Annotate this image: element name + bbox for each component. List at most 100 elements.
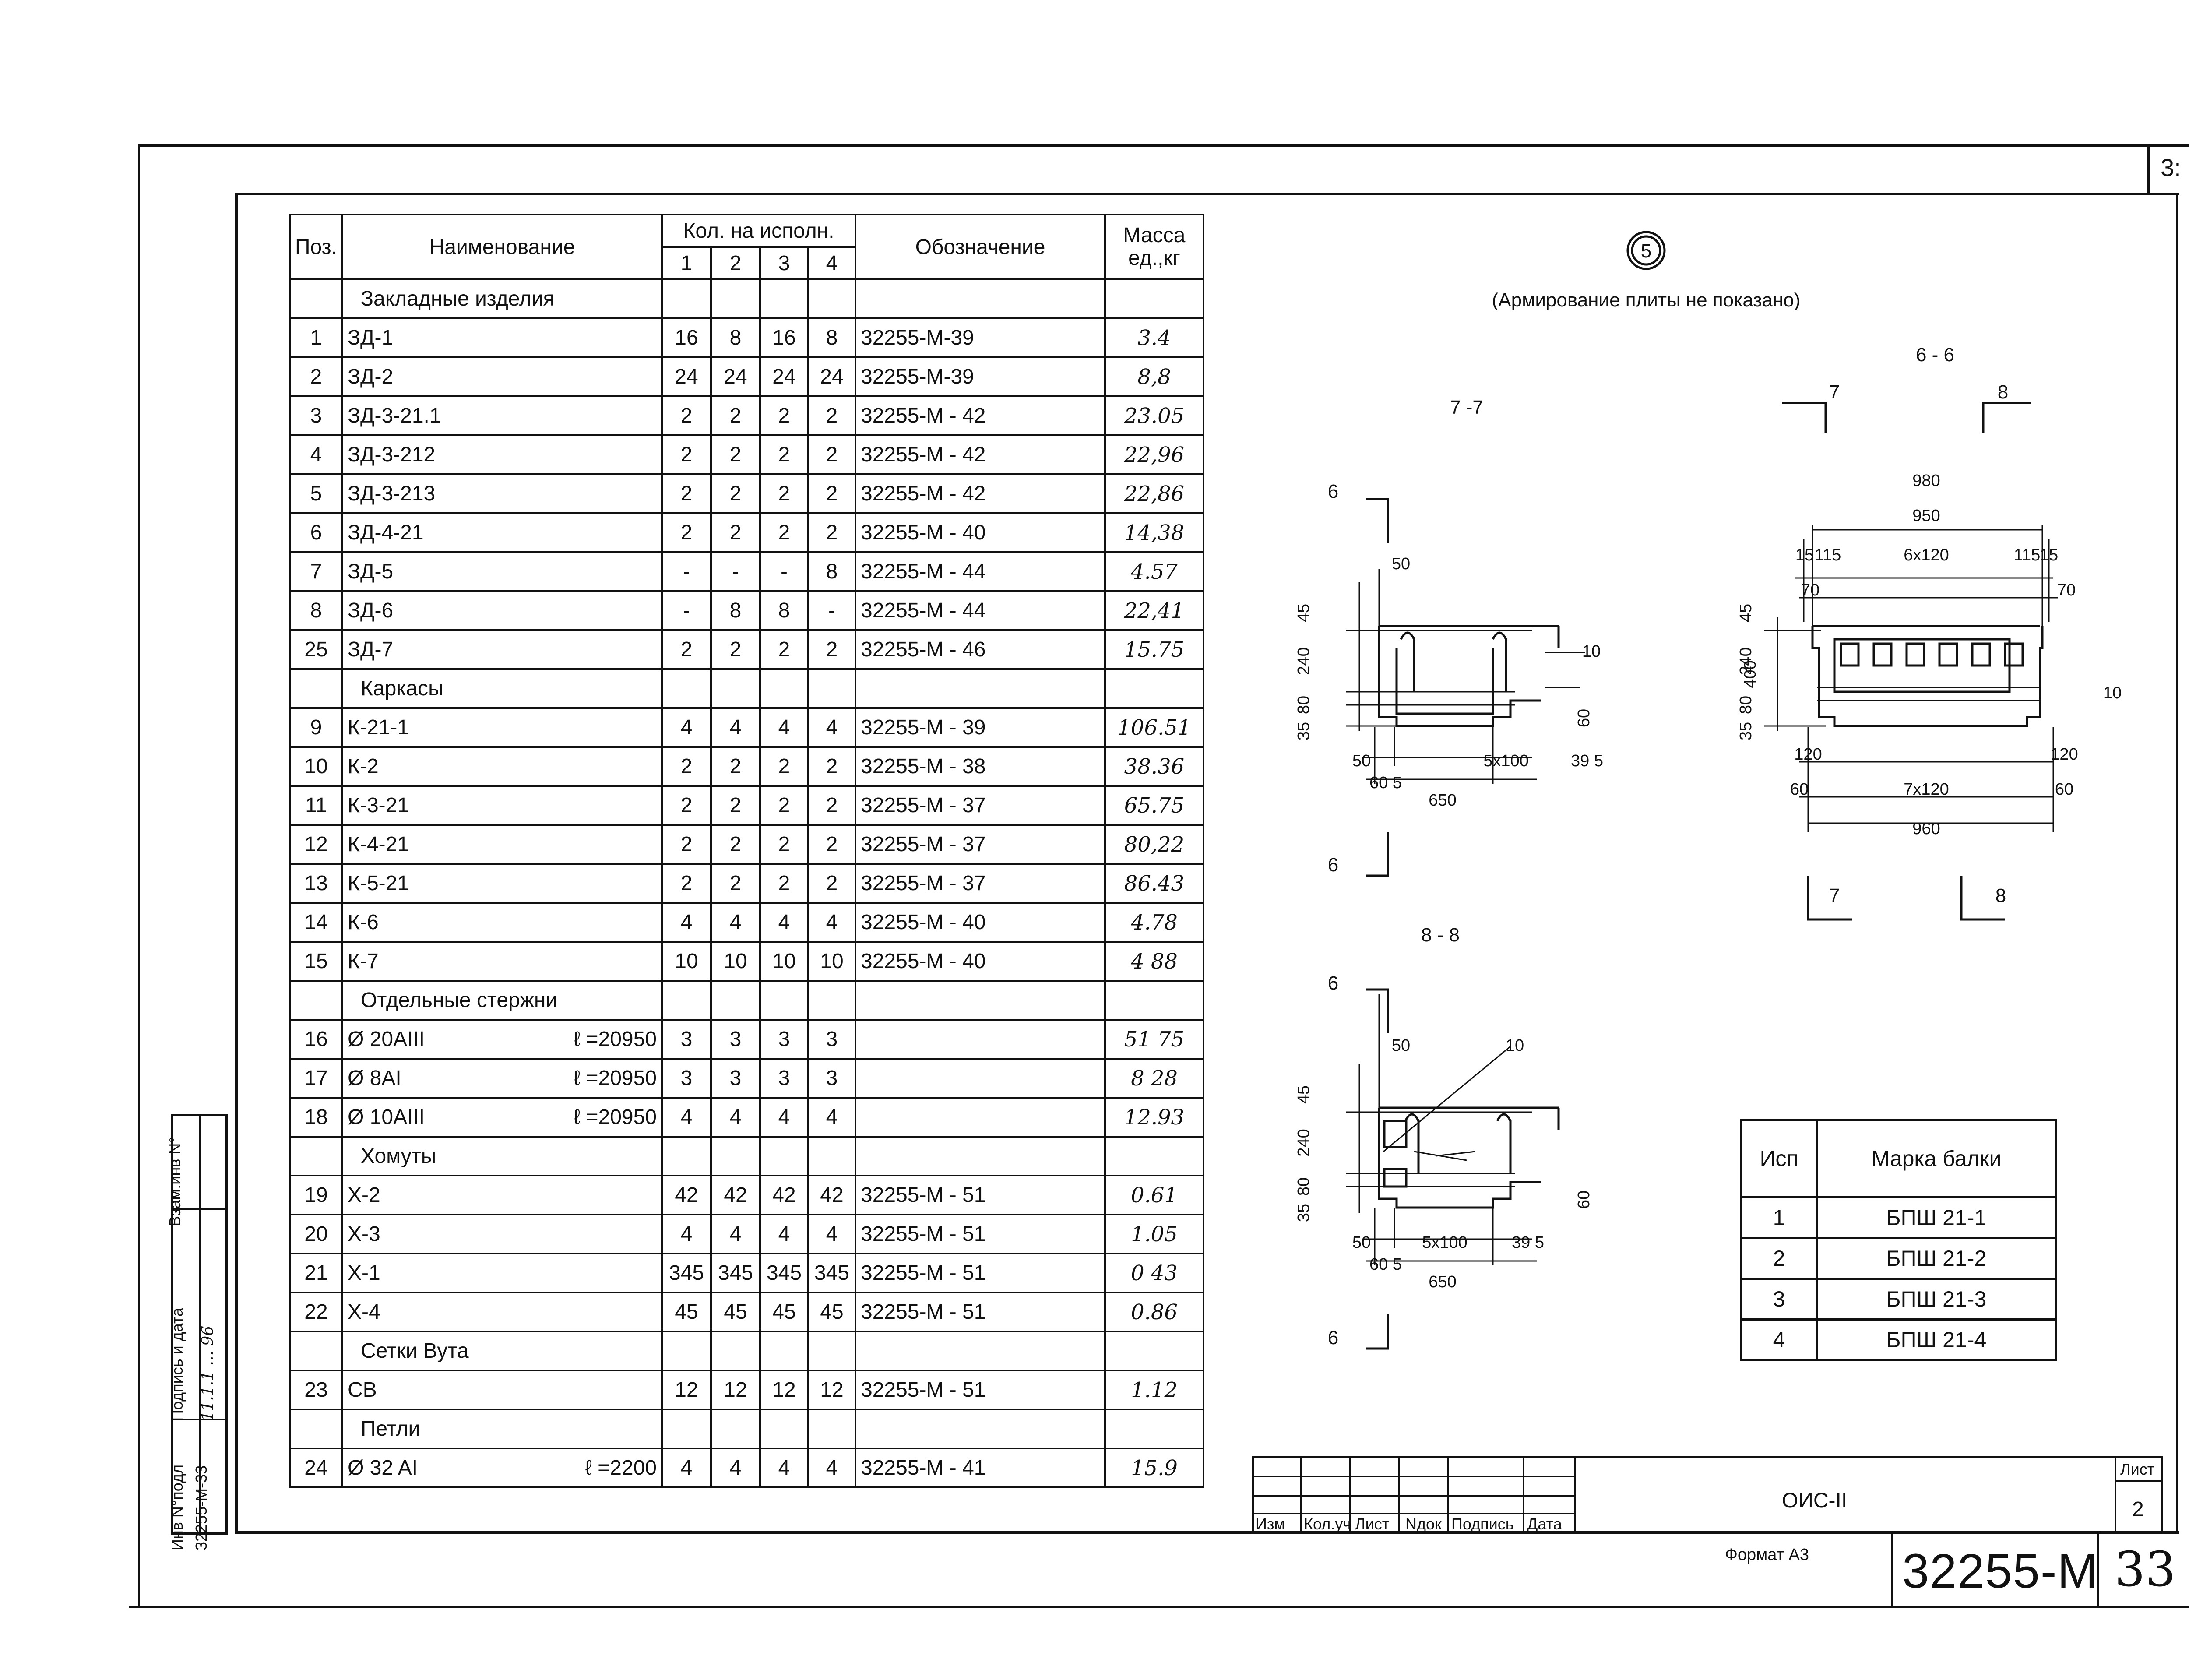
cell-qty-4: 8 (807, 317, 856, 358)
cell-name: ЗД-5 (341, 551, 663, 592)
svg-text:80: 80 (1295, 696, 1313, 714)
svg-text:15: 15 (1795, 546, 1814, 564)
title-block: Изм Кол.уч Лист Nдок Подпись Дата ОИС-II… (1252, 1456, 2163, 1533)
specification-table: Поз. Наименование Кол. на исполн. Обозна… (289, 214, 1204, 1488)
cell-qty-1: 2 (661, 863, 712, 904)
cell-qty-2: 2 (710, 863, 761, 904)
section-title: Каркасы (341, 668, 663, 709)
cell-qty-4: 2 (807, 395, 856, 436)
cell-name-text: К-2 (348, 755, 379, 778)
cell-qty-1: 2 (661, 512, 712, 553)
marks-row-2-isp: 2 (1740, 1237, 1818, 1280)
cut-6-top: 6 (1328, 481, 1338, 502)
cell-name-text: ЗД-1 (348, 326, 394, 349)
svg-text:45: 45 (1295, 604, 1313, 622)
cell-name-text: Х-4 (348, 1300, 380, 1324)
header-mass: Масса ед.,кг (1104, 214, 1204, 280)
corner-tab-left (2147, 144, 2150, 195)
svg-text:60 5: 60 5 (1369, 774, 1402, 792)
cell-name: ЗД-2 (341, 356, 663, 397)
cell-designation: 32255-М - 51 (855, 1253, 1106, 1293)
cell-qty-3: 4 (759, 1214, 809, 1254)
cell-qty-3: 16 (759, 317, 809, 358)
label-section-7-7: 7 -7 (1450, 397, 1483, 418)
cell-pos: 23 (289, 1370, 343, 1410)
cell-qty-3: 8 (759, 590, 809, 631)
cell-qty-2: 42 (710, 1175, 761, 1215)
marks-head-isp: Исп (1740, 1119, 1818, 1198)
svg-text:50: 50 (1392, 1036, 1410, 1055)
cell-name: ЗД-4-21 (341, 512, 663, 553)
section-title: Закладные изделия (341, 278, 663, 319)
cell-pos: 8 (289, 590, 343, 631)
cell-name: К-7 (341, 941, 663, 982)
inner-frame-left (235, 193, 238, 1532)
cell-designation: 32255-М - 37 (855, 824, 1106, 865)
cell-mass: 22,41 (1104, 590, 1204, 631)
cell-mass: 1.12 (1104, 1370, 1204, 1410)
format-label: Формат А3 (1725, 1546, 1809, 1564)
cell-mass: 1.05 (1104, 1214, 1204, 1254)
cell-mass: 14,38 (1104, 512, 1204, 553)
side-stamp-sign: Подпись и дата (168, 1308, 186, 1421)
cell-qty-4: 12 (807, 1370, 856, 1410)
cell-name-text: Ø 10AIII (348, 1106, 425, 1129)
cell-mass: 4.78 (1104, 902, 1204, 943)
cell-qty-1: 2 (661, 785, 712, 826)
svg-text:115: 115 (2014, 546, 2041, 564)
cell-mass: 22,86 (1104, 473, 1204, 514)
cell-pos: 7 (289, 551, 343, 592)
cell-qty-2: - (710, 551, 761, 592)
cell-qty-3: 4 (759, 1448, 809, 1488)
cell-pos: 21 (289, 1253, 343, 1293)
cell-name-text: ЗД-5 (348, 560, 394, 583)
header-qty-3: 3 (759, 246, 809, 280)
label-section-6-6: 6 - 6 (1916, 344, 1954, 366)
cell-pos: 24 (289, 1448, 343, 1488)
svg-text:240: 240 (1295, 1129, 1313, 1156)
label-section-8-8: 8 - 8 (1421, 924, 1460, 946)
cell-qty-2: 12 (710, 1370, 761, 1410)
cell-name-text: ЗД-6 (348, 599, 394, 622)
cell-designation: 32255-М - 42 (855, 395, 1106, 436)
cell-mass: 65.75 (1104, 785, 1204, 826)
svg-text:80: 80 (1737, 696, 1755, 714)
cell-mass: 8,8 (1104, 356, 1204, 397)
tb-col-data: Дата (1527, 1515, 1562, 1533)
cell-name-text: ЗД-4-21 (348, 521, 424, 544)
cell-qty-2: 2 (710, 824, 761, 865)
cell-name-text: ЗД-3-212 (348, 443, 436, 466)
cell-qty-3: 45 (759, 1292, 809, 1332)
svg-text:50: 50 (1352, 752, 1371, 770)
cell-name-text: ЗД-2 (348, 365, 394, 388)
svg-text:10: 10 (2103, 684, 2122, 702)
cell-name-text: Ø 8AI (348, 1067, 401, 1090)
svg-text:5x100: 5x100 (1483, 752, 1529, 770)
cell-pos: 13 (289, 863, 343, 904)
cell-pos: 20 (289, 1214, 343, 1254)
svg-text:950: 950 (1912, 507, 1940, 525)
cell-qty-4: 42 (807, 1175, 856, 1215)
cell-qty-1: 45 (661, 1292, 712, 1332)
cell-pos: 25 (289, 629, 343, 670)
section-8-8 (1346, 988, 1560, 1350)
cell-qty-3: 3 (759, 1058, 809, 1099)
cell-qty-2: 4 (710, 902, 761, 943)
cell-qty-2: 3 (710, 1058, 761, 1099)
side-stamp-vzam: Взам.инв N° (166, 1137, 184, 1226)
cell-name-text: Ø 20AIII (348, 1028, 425, 1051)
side-stamp-sign-value: 11.1.1 ... 96 (199, 1325, 217, 1421)
cell-name: ЗД-3-21.1 (341, 395, 663, 436)
cut-6-top-88: 6 (1328, 972, 1338, 994)
cell-qty-4: 2 (807, 629, 856, 670)
svg-text:7x120: 7x120 (1904, 780, 1949, 799)
